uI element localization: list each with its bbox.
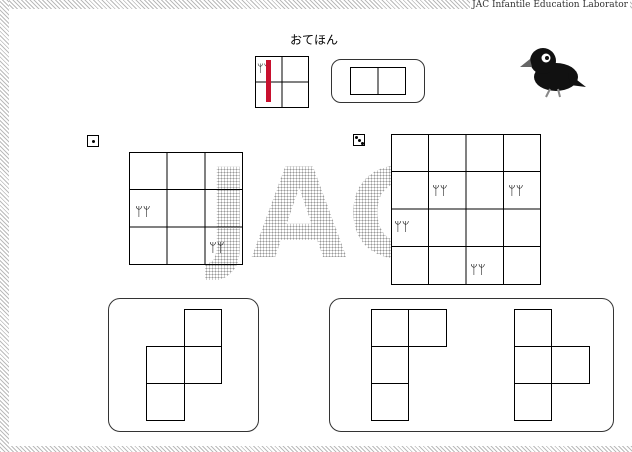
page-title: おてほん xyxy=(290,31,338,48)
grid-cell-mark: ᛘᛘ xyxy=(209,241,225,256)
example-red-bar xyxy=(266,60,271,102)
crow-icon xyxy=(520,43,588,101)
answer-card-left[interactable] xyxy=(108,298,259,432)
die-pip xyxy=(358,139,361,142)
answer-card-right[interactable] xyxy=(329,298,614,432)
answer-option-box[interactable] xyxy=(331,59,425,103)
page-border-bottom xyxy=(0,446,632,452)
grid-cell-mark: ᛘᛘ xyxy=(432,184,448,199)
header-credit: JAC Infantile Education Laborator xyxy=(470,0,630,11)
grid-cell-mark: ᛘᛘ xyxy=(394,220,410,235)
grid-cell-mark: ᛘᛘ xyxy=(508,184,524,199)
die-pip xyxy=(355,136,358,139)
option-domino xyxy=(350,67,406,95)
die-three-icon xyxy=(353,134,365,146)
die-pip xyxy=(92,140,95,143)
grid-cell-mark: ᛘᛘ xyxy=(470,263,486,278)
piece-shape xyxy=(371,309,449,421)
grid-cell-mark: ᛘᛘ xyxy=(135,205,151,220)
page-border-left xyxy=(0,0,9,452)
piece-shape xyxy=(146,309,224,421)
right-puzzle-grid: ᛘᛘ ᛘᛘ ᛘᛘ ᛘᛘ xyxy=(391,134,541,285)
die-pip xyxy=(361,142,364,145)
die-one-icon xyxy=(87,135,99,147)
example-grid: ᛘᛘ xyxy=(255,56,309,108)
piece-shape xyxy=(514,309,592,421)
left-puzzle-grid: ᛘᛘ ᛘᛘ xyxy=(129,152,243,265)
